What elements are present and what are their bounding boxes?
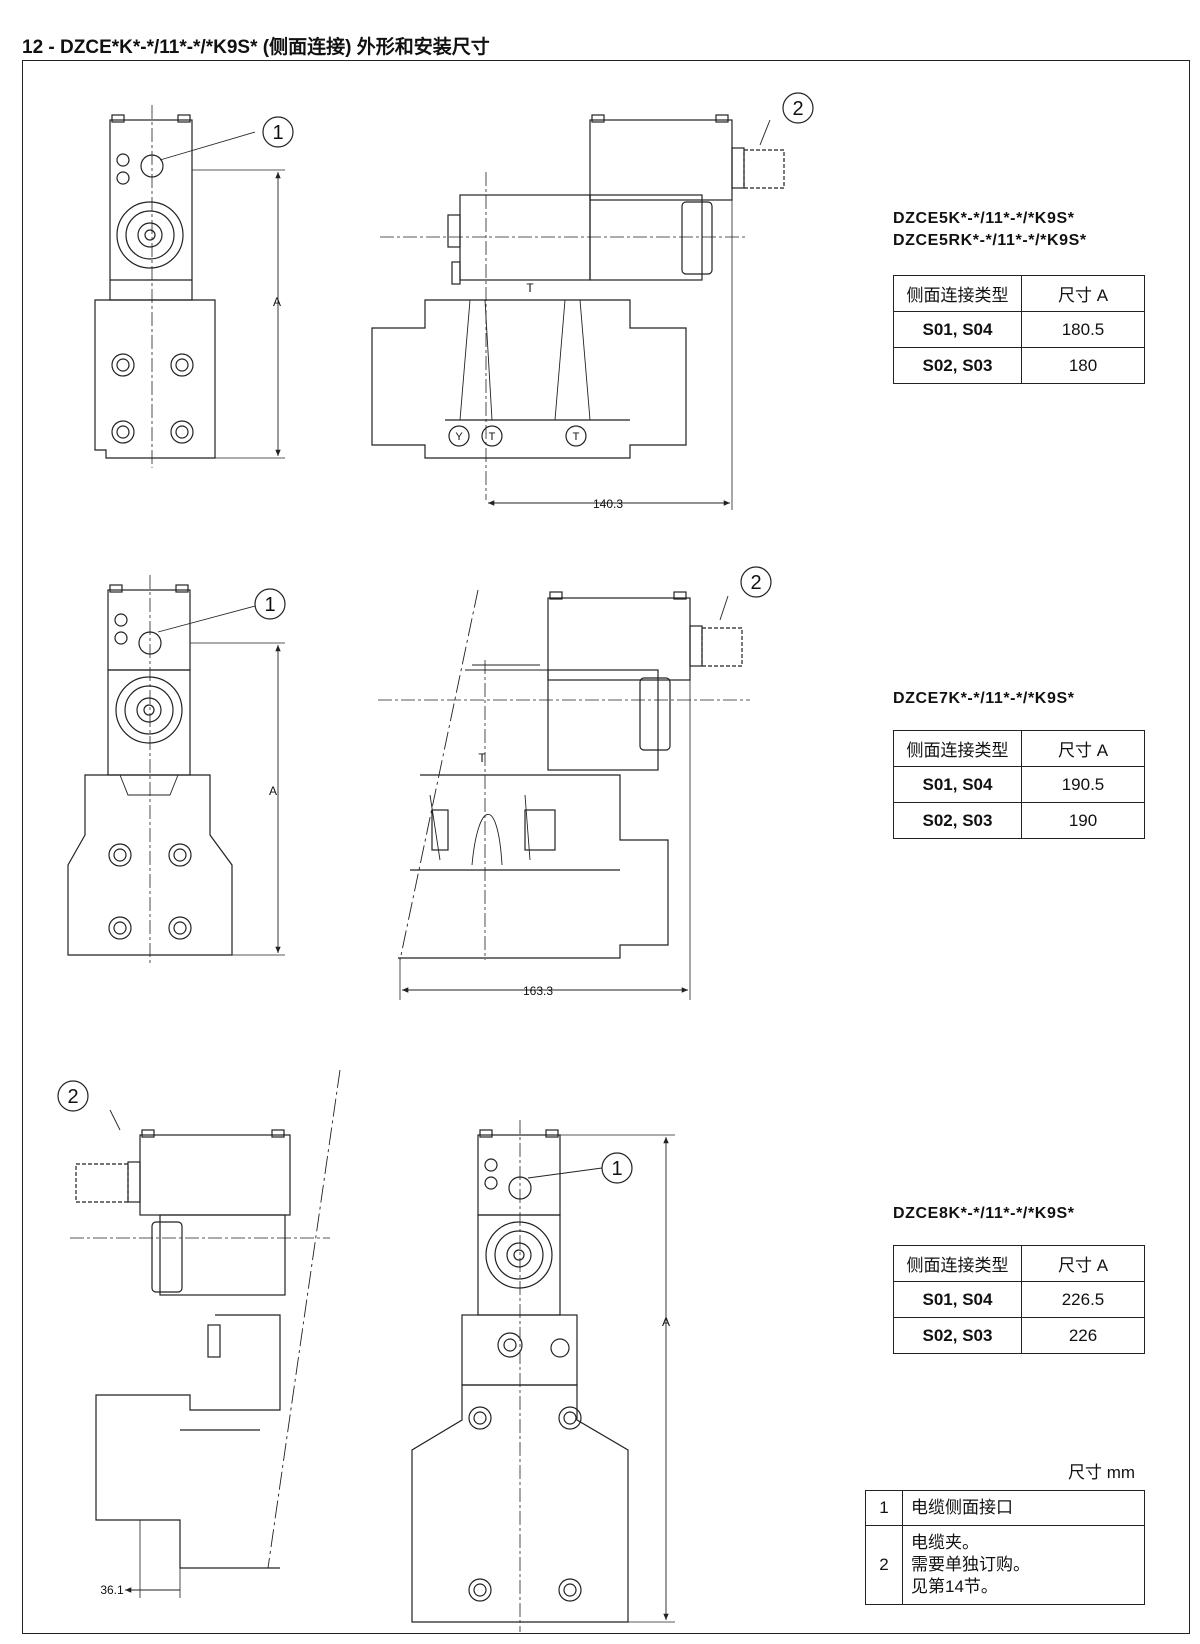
legend-text: 电缆侧面接口 <box>902 1490 1145 1526</box>
callout-2-dzce7 <box>740 566 772 598</box>
legend-table: 1 电缆侧面接口 2 电缆夹。 需要单独订购。 见第14节。 <box>865 1490 1145 1605</box>
dzce7-side-view <box>378 589 750 1000</box>
callout-2-label: 2 <box>792 98 803 120</box>
model-code: DZCE5RK*-*/11*-*/*K9S* <box>893 232 1087 249</box>
model-code: DZCE8K*-*/11*-*/*K9S* <box>893 1205 1075 1222</box>
model-code: DZCE7K*-*/11*-*/*K9S* <box>893 690 1075 707</box>
model-code: DZCE5K*-*/11*-*/*K9S* <box>893 210 1075 227</box>
port-t-label: T <box>526 281 534 295</box>
table-cell: 180.5 <box>1021 311 1145 348</box>
callout-1-dzce7 <box>254 588 286 620</box>
port-t-label: T <box>478 751 486 765</box>
callout-1-label: 1 <box>264 594 275 616</box>
drawing-frame <box>22 60 1190 1634</box>
callout-2-label: 2 <box>750 572 761 594</box>
table-header-cell: 侧面连接类型 <box>893 730 1022 767</box>
dzce8-side-view <box>70 1069 341 1598</box>
legend-number: 2 <box>865 1525 903 1605</box>
port-t-label: T <box>573 431 580 443</box>
table-header-cell: 侧面连接类型 <box>893 1245 1022 1282</box>
legend-line: 电缆侧面接口 <box>911 1498 1013 1517</box>
dim-140-label: 140.3 <box>593 497 623 511</box>
units-note: 尺寸 mm <box>1068 1463 1136 1482</box>
legend-number: 1 <box>865 1490 903 1526</box>
callout-1-label: 1 <box>611 1158 622 1180</box>
legend-line: 需要单独订购。 <box>911 1555 1030 1574</box>
dzce5-front-view <box>94 105 285 468</box>
legend-text: 电缆夹。 需要单独订购。 见第14节。 <box>902 1525 1145 1605</box>
table-cell: 226 <box>1021 1317 1145 1354</box>
callout-1-label: 1 <box>272 122 283 144</box>
dzce5-side-view <box>371 114 785 510</box>
table-cell: 180 <box>1021 347 1145 384</box>
dim-a-label: A <box>662 1315 670 1329</box>
table-header-cell: 侧面连接类型 <box>893 275 1022 312</box>
callout-2-dzce5 <box>782 92 814 124</box>
dim-36-label: 36.1 <box>100 1583 124 1597</box>
table-header-cell: 尺寸 A <box>1021 275 1145 312</box>
table-cell: S01, S04 <box>893 311 1022 348</box>
table-cell: S01, S04 <box>893 766 1022 803</box>
table-header-cell: 尺寸 A <box>1021 730 1145 767</box>
dzce7-front-view <box>67 575 285 965</box>
dzce8-front-view <box>411 1120 675 1632</box>
table-cell: 190 <box>1021 802 1145 839</box>
callout-2-dzce8 <box>57 1080 89 1112</box>
legend-line: 电缆夹。 <box>911 1533 979 1552</box>
dim-a-label: A <box>273 295 281 309</box>
callout-2-label: 2 <box>67 1086 78 1108</box>
page-title: 12 - DZCE*K*-*/11*-*/*K9S* (侧面连接) 外形和安装尺… <box>22 37 490 58</box>
table-cell: S02, S03 <box>893 1317 1022 1354</box>
table-header-cell: 尺寸 A <box>1021 1245 1145 1282</box>
callout-1-dzce8 <box>601 1152 633 1184</box>
dim-a-label: A <box>269 784 277 798</box>
table-cell: S02, S03 <box>893 347 1022 384</box>
table-cell: S02, S03 <box>893 802 1022 839</box>
port-t-label: T <box>489 431 496 443</box>
callout-1-dzce5 <box>262 116 294 148</box>
port-y-label: Y <box>455 431 463 443</box>
legend-line: 见第14节。 <box>911 1577 998 1596</box>
dim-163-label: 163.3 <box>523 984 553 998</box>
table-cell: 226.5 <box>1021 1281 1145 1318</box>
table-cell: S01, S04 <box>893 1281 1022 1318</box>
table-cell: 190.5 <box>1021 766 1145 803</box>
